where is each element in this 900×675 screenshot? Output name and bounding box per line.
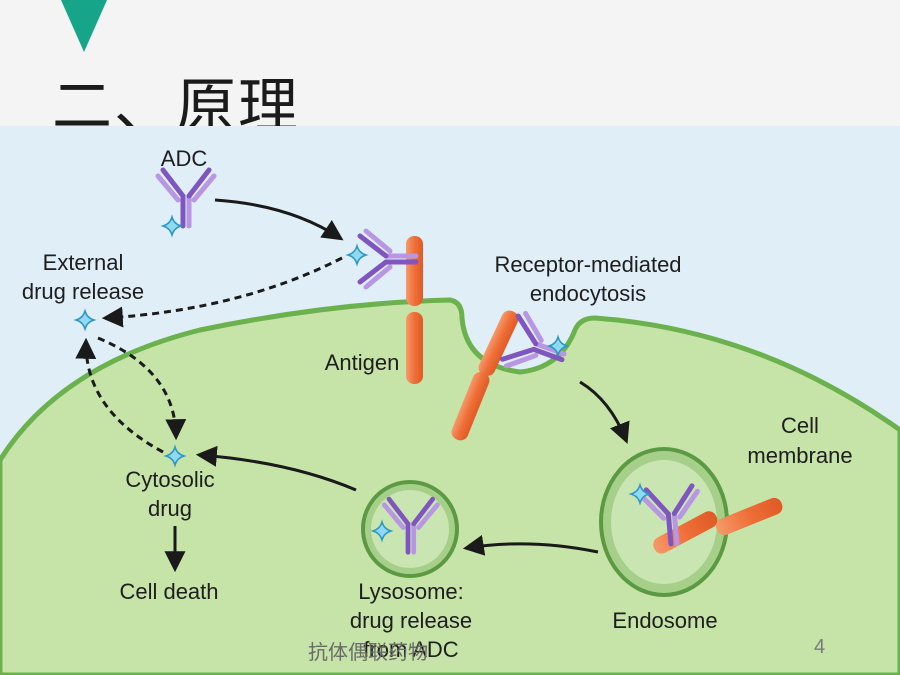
pathway-arrows xyxy=(164,198,630,573)
external-release-arrows xyxy=(75,256,343,454)
label-external-2: drug release xyxy=(22,279,144,304)
endosome xyxy=(599,447,783,597)
label-receptor-2: endocytosis xyxy=(530,281,646,306)
label-antigen: Antigen xyxy=(325,350,400,375)
label-external-1: External xyxy=(43,250,124,275)
label-cell-1: Cell xyxy=(781,413,819,438)
label-cell-death: Cell death xyxy=(119,579,218,604)
label-cell-2: membrane xyxy=(747,443,852,468)
label-adc: ADC xyxy=(161,146,208,171)
header-triangle-icon xyxy=(61,0,107,52)
label-lysosome-3: from ADC xyxy=(363,637,458,662)
slide-footer: 抗体偶联药物 xyxy=(308,640,428,664)
label-receptor-1: Receptor-mediated xyxy=(494,252,681,277)
page-number: 4 xyxy=(814,636,826,658)
label-endosome: Endosome xyxy=(612,608,717,633)
label-lysosome-1: Lysosome: xyxy=(358,579,464,604)
endocytosis-antigen xyxy=(451,310,519,441)
lysosome xyxy=(361,480,459,578)
label-cytosolic-2: drug xyxy=(148,496,192,521)
label-cytosolic-1: Cytosolic xyxy=(125,467,214,492)
label-lysosome-2: drug release xyxy=(350,608,472,633)
adc-mechanism-diagram: ADC External drug release Receptor-media… xyxy=(0,126,900,675)
